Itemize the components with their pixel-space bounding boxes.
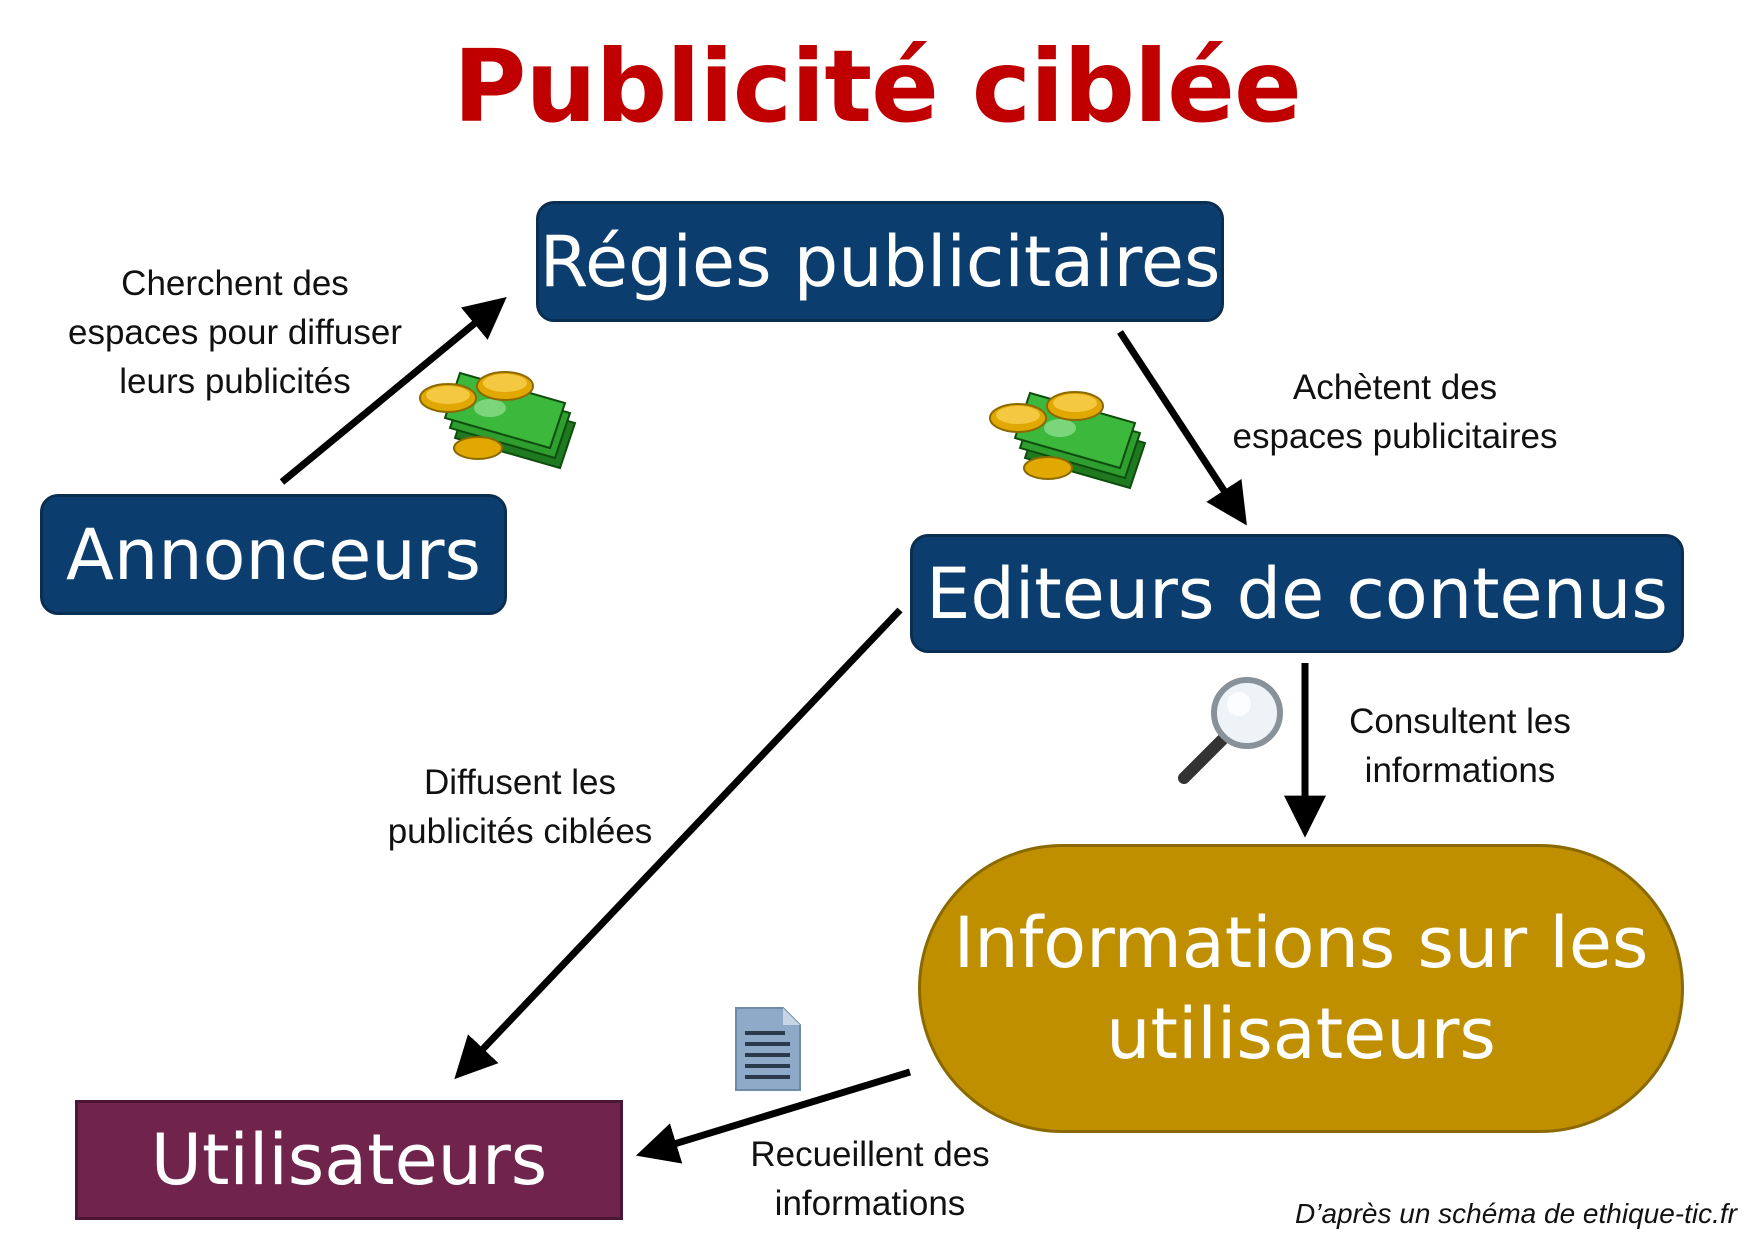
- edge-label-diffusent: Diffusent les publicités ciblées: [360, 758, 680, 856]
- arrow-regies-to-editeurs: [1117, 330, 1247, 526]
- edge-label-line: Cherchent des: [121, 264, 349, 303]
- edge-label-line: informations: [774, 1184, 966, 1223]
- arrow-annonceurs-to-regies: [279, 296, 507, 485]
- node-informations-utilisateurs: Informations sur les utilisateurs: [918, 844, 1684, 1133]
- node-label: Utilisateurs: [150, 1119, 548, 1201]
- edge-label-line: Diffusent les: [424, 763, 616, 802]
- source-credit: D’après un schéma de ethique-tic.fr: [1295, 1198, 1737, 1229]
- edge-label-consultent: Consultent les informations: [1320, 697, 1600, 795]
- node-label: Editeurs de contenus: [926, 552, 1668, 635]
- money-icon: [989, 391, 1147, 490]
- edge-label-line: Consultent les: [1349, 702, 1571, 741]
- edge-label-recueillent: Recueillent des informations: [720, 1130, 1020, 1228]
- node-annonceurs: Annonceurs: [40, 494, 507, 615]
- document-icon: [735, 1007, 801, 1091]
- edge-label-line: Achètent des: [1292, 368, 1498, 407]
- edge-label-line: leurs publicités: [119, 362, 351, 401]
- edge-label-cherchent: Cherchent des espaces pour diffuser leur…: [40, 259, 430, 406]
- node-label: Annonceurs: [66, 513, 481, 596]
- arrow-informations-to-utilisateurs: [635, 1068, 912, 1164]
- edge-label-line: Recueillent des: [750, 1135, 990, 1174]
- node-label-line1: Informations sur les: [953, 901, 1649, 984]
- edge-label-line: espaces publicitaires: [1232, 417, 1558, 456]
- edge-label-line: informations: [1364, 751, 1556, 790]
- node-utilisateurs: Utilisateurs: [75, 1100, 623, 1220]
- edge-label-line: publicités ciblées: [387, 812, 653, 851]
- edge-label-achetent: Achètent des espaces publicitaires: [1210, 363, 1580, 461]
- money-icon: [419, 371, 577, 470]
- edge-label-line: espaces pour diffuser: [67, 313, 402, 352]
- node-label-line2: utilisateurs: [1106, 992, 1496, 1075]
- node-regies-publicitaires: Régies publicitaires: [536, 201, 1224, 322]
- node-label: Régies publicitaires: [539, 220, 1221, 303]
- node-editeurs-de-contenus: Editeurs de contenus: [910, 534, 1684, 653]
- arrow-editeurs-to-utilisateurs: [454, 607, 903, 1080]
- diagram-title: Publicité ciblée: [453, 28, 1302, 145]
- magnifier-icon: [1178, 677, 1283, 784]
